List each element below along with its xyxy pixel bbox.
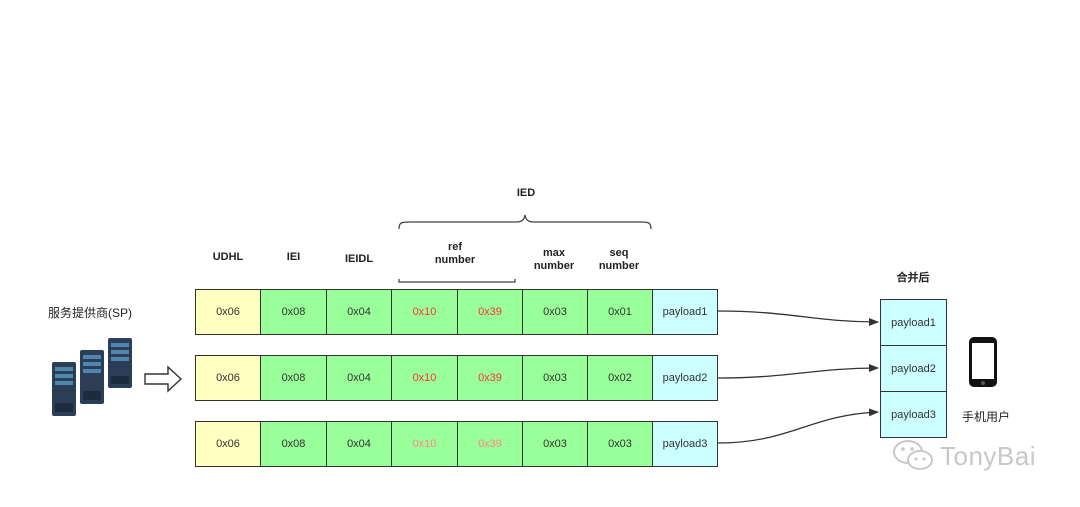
payload-cell: payload2	[652, 355, 718, 401]
seq-number-header: seq number	[598, 247, 640, 272]
max-number-cell: 0x03	[522, 421, 588, 467]
payload-cell: payload3	[652, 421, 718, 467]
udhl-cell: 0x06	[195, 289, 261, 335]
connector-row1	[717, 310, 879, 326]
seq-number-cell: 0x01	[587, 289, 653, 335]
ref-number-byte1-cell: 0x10	[391, 289, 458, 335]
phone-user-label: 手机用户	[962, 410, 1011, 424]
connector-row2	[717, 364, 879, 379]
ieidl-cell: 0x04	[326, 355, 392, 401]
connector-row3	[717, 408, 879, 444]
ref-number-byte1-cell: 0x10	[391, 421, 458, 467]
mobile-phone-icon	[968, 336, 998, 388]
udhl-header: UDHL	[212, 251, 244, 263]
max-number-cell: 0x03	[522, 355, 588, 401]
max-number-header: max number	[533, 247, 575, 272]
ieidl-cell: 0x04	[326, 421, 392, 467]
payload-cell: payload1	[652, 289, 718, 335]
watermark-text: TonyBai	[940, 441, 1036, 471]
iei-cell: 0x08	[260, 421, 327, 467]
service-provider-label: 服务提供商(SP)	[48, 306, 133, 320]
server-rack-icon	[50, 336, 136, 418]
seq-number-cell: 0x03	[587, 421, 653, 467]
udhl-cell: 0x06	[195, 355, 261, 401]
ref-number-byte2-cell: 0x39	[457, 289, 523, 335]
wechat-logo-icon	[892, 438, 936, 474]
hollow-right-arrow-icon	[144, 365, 183, 393]
ied-brace	[398, 214, 652, 230]
ref-number-byte1-cell: 0x10	[391, 355, 458, 401]
merged-payload-3: payload3	[880, 391, 947, 438]
max-number-cell: 0x03	[522, 289, 588, 335]
seq-number-cell: 0x02	[587, 355, 653, 401]
ieidl-header: IEIDL	[344, 253, 374, 265]
ied-header: IED	[516, 187, 536, 199]
ref-number-header: ref number	[434, 241, 476, 266]
ieidl-cell: 0x04	[326, 289, 392, 335]
iei-header: IEI	[286, 251, 301, 263]
udhl-cell: 0x06	[195, 421, 261, 467]
merged-header: 合并后	[896, 272, 930, 284]
iei-cell: 0x08	[260, 355, 327, 401]
ref-number-byte2-cell: 0x39	[457, 421, 523, 467]
ref-number-brace	[398, 279, 516, 283]
iei-cell: 0x08	[260, 289, 327, 335]
ref-number-byte2-cell: 0x39	[457, 355, 523, 401]
merged-payload-2: payload2	[880, 345, 947, 392]
merged-payload-1: payload1	[880, 299, 947, 346]
